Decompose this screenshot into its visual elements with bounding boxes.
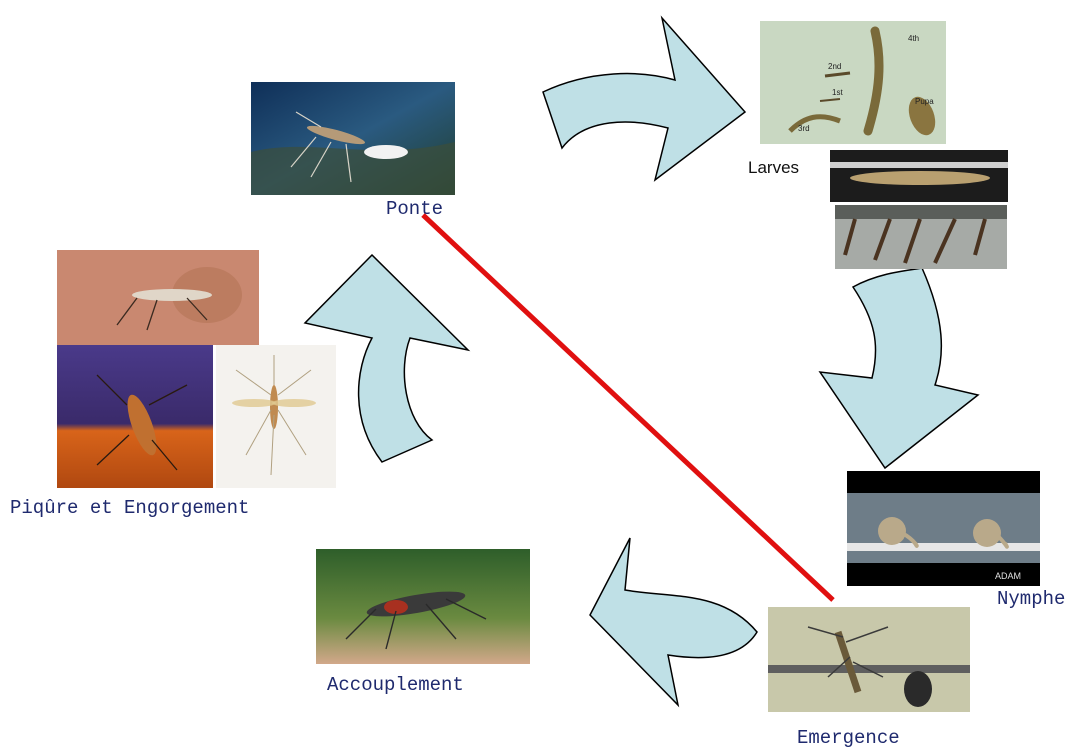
arrow-larves-to-nymphe (818, 267, 980, 470)
arrow-piqure-to-ponte (303, 253, 471, 463)
larvae-label-4th: 4th (908, 34, 919, 43)
emergence-photo (768, 607, 970, 712)
larvae-stages-photo: 4th 2nd 1st Pupa 3rd (760, 21, 946, 144)
ponte-photo (251, 82, 455, 195)
nymphe-watermark: ADAM (995, 571, 1021, 581)
piqure-photo-engorged (57, 345, 213, 488)
larva-water-photo (830, 150, 1008, 202)
label-nymphe: Nymphe (997, 588, 1066, 610)
accouplement-photo (316, 549, 530, 664)
pupae-surface-photo (835, 205, 1007, 269)
label-accouplement: Accouplement (327, 674, 464, 696)
larvae-label-1st: 1st (832, 88, 843, 97)
arrow-emergence-to-accouplement (589, 537, 758, 708)
label-ponte: Ponte (386, 198, 444, 220)
larvae-label-3rd: 3rd (798, 124, 810, 133)
piqure-photo-illustration (216, 345, 336, 488)
red-line (421, 213, 835, 602)
larvae-label-2nd: 2nd (828, 62, 841, 71)
label-emergence: Emergence (797, 727, 900, 749)
piqure-photo-skin (57, 250, 259, 345)
arrow-ponte-to-larves (542, 15, 747, 182)
larvae-label-pupa: Pupa (915, 97, 934, 106)
nymphe-photo: ADAM (847, 471, 1040, 586)
label-larves: Larves (748, 158, 800, 177)
label-piqure: Piqûre et Engorgement (10, 497, 250, 519)
